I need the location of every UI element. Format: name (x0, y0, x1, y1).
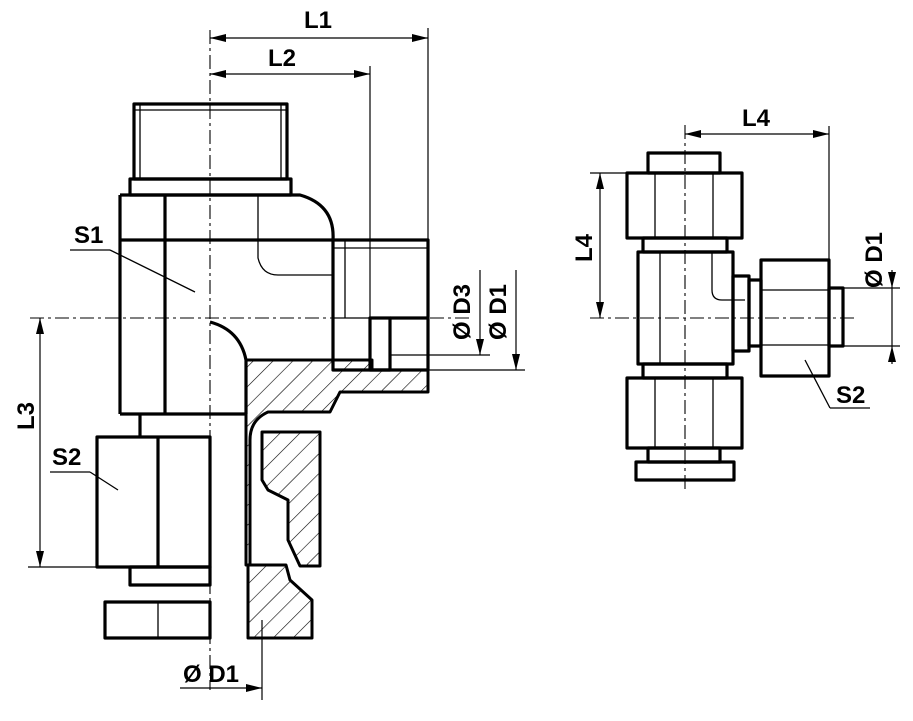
dim-D1-bottom: Ø D1 (180, 620, 263, 700)
label-D3: Ø D3 (449, 284, 476, 340)
label-L4-vertical: L4 (571, 233, 598, 262)
dim-D3: Ø D3 (390, 270, 490, 356)
label-D1-bottom: Ø D1 (183, 661, 239, 688)
label-S2-right: S2 (836, 382, 865, 409)
label-L2: L2 (268, 45, 296, 72)
dim-L2: L2 (210, 45, 371, 318)
dim-L4-vertical: L4 (571, 172, 630, 318)
side-view: L1 L2 L3 Ø D3 Ø D1 (13, 7, 525, 700)
label-L4-horizontal: L4 (742, 105, 771, 132)
label-S1: S1 (74, 222, 103, 249)
label-S2-left: S2 (52, 444, 81, 471)
dim-L3: L3 (13, 318, 100, 568)
section-hatching (244, 358, 430, 640)
front-body (636, 250, 751, 366)
leader-S2-right: S2 (804, 359, 870, 409)
dim-D1-side: Ø D1 (428, 270, 525, 371)
dim-L4-horizontal: L4 (685, 105, 830, 262)
label-L1: L1 (304, 7, 332, 34)
label-D1-side: Ø D1 (485, 284, 512, 340)
union-nut (95, 414, 212, 640)
label-D1-right: Ø D1 (861, 232, 888, 288)
side-arm (331, 238, 430, 372)
label-L3: L3 (13, 402, 40, 430)
dim-D1-right: Ø D1 (843, 232, 900, 364)
front-view: L4 L4 Ø D1 S2 (571, 105, 900, 490)
dim-L1: L1 (210, 7, 429, 240)
leader-S2-left: S2 (50, 444, 119, 491)
leader-S1: S1 (70, 222, 196, 293)
